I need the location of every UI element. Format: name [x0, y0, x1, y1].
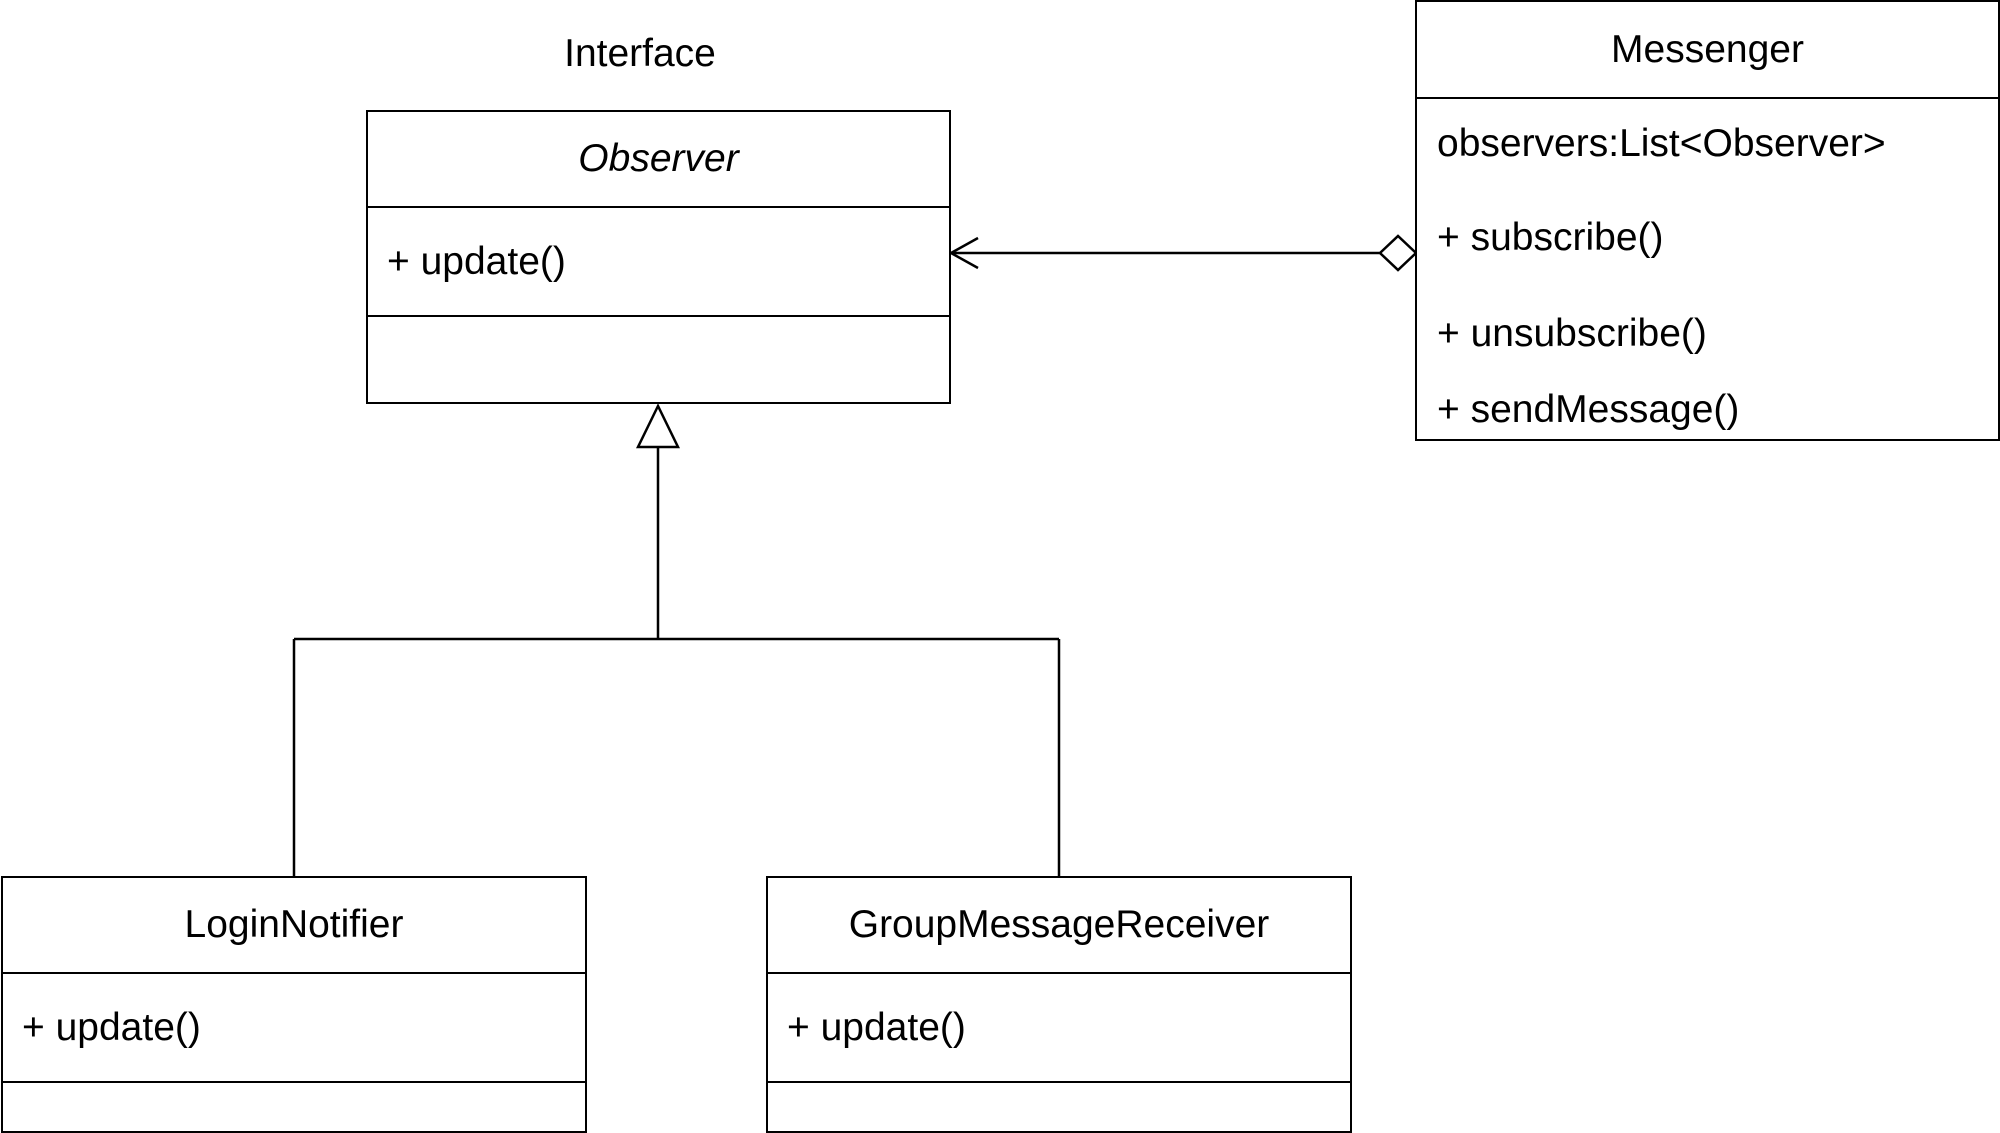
interface-stereotype-label: Interface: [564, 32, 716, 75]
messenger-members-section: observers:List<Observer> + subscribe() +…: [1417, 99, 1998, 438]
messenger-method-sendmessage[interactable]: + sendMessage(): [1437, 388, 1740, 431]
open-arrowhead: [948, 236, 979, 270]
messenger-method-unsubscribe[interactable]: + unsubscribe(): [1437, 312, 1707, 355]
aggregation-diamond: [1378, 234, 1418, 272]
messenger-method-subscribe[interactable]: + subscribe(): [1437, 216, 1664, 259]
login-notifier-class-name: LoginNotifier: [3, 878, 585, 974]
messenger-attribute-observers[interactable]: observers:List<Observer>: [1437, 122, 1886, 165]
realization-triangle: [635, 403, 681, 449]
login-notifier-methods-section: + update(): [3, 974, 585, 1083]
realization-connector[interactable]: [292, 403, 1061, 877]
observer-empty-section: [368, 317, 949, 401]
group-message-receiver-class-name: GroupMessageReceiver: [768, 878, 1350, 974]
group-message-receiver-class[interactable]: GroupMessageReceiver + update(): [766, 876, 1352, 1133]
group-message-receiver-method-update[interactable]: + update(): [787, 1005, 966, 1049]
login-notifier-method-update[interactable]: + update(): [22, 1005, 201, 1049]
observer-methods-section: + update(): [368, 208, 949, 317]
group-message-receiver-methods-section: + update(): [768, 974, 1350, 1083]
login-notifier-empty-section: [3, 1083, 585, 1131]
login-notifier-class[interactable]: LoginNotifier + update(): [1, 876, 587, 1133]
observer-class-name: Observer: [368, 112, 949, 208]
messenger-class[interactable]: Messenger observers:List<Observer> + sub…: [1415, 0, 2000, 441]
observer-class[interactable]: Observer + update(): [366, 110, 951, 404]
observer-method-update[interactable]: + update(): [387, 239, 566, 283]
group-message-receiver-empty-section: [768, 1083, 1350, 1131]
aggregation-connector[interactable]: [948, 234, 1418, 272]
messenger-class-name: Messenger: [1417, 2, 1998, 99]
